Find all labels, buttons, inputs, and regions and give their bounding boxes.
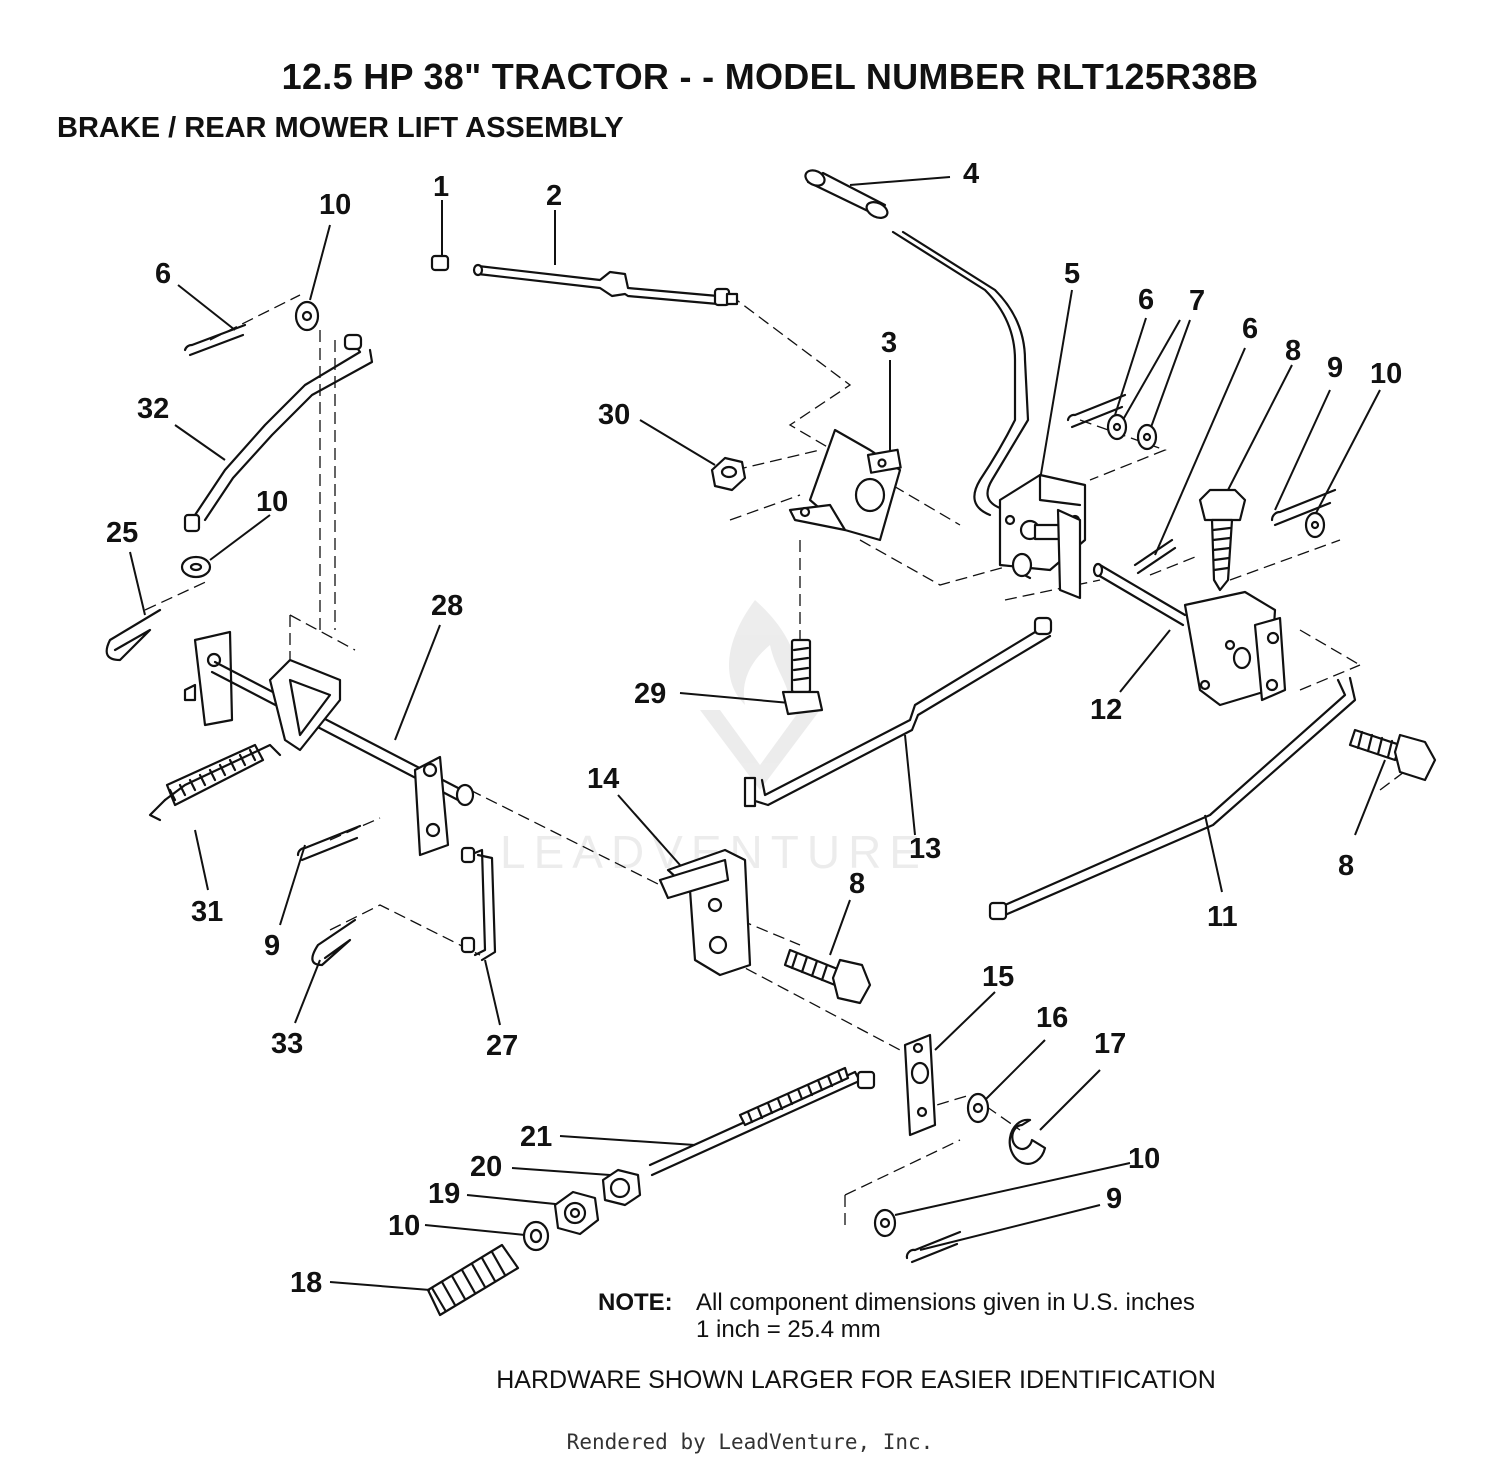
callout-25: 25 — [106, 517, 138, 549]
callout-21: 21 — [520, 1121, 552, 1153]
callout-6-top: 6 — [1138, 284, 1154, 316]
part-21-adjusting-rod — [648, 1066, 876, 1177]
callout-11: 11 — [1207, 901, 1238, 933]
part-15-plate — [903, 1033, 937, 1137]
part-29-bolt — [781, 638, 824, 716]
callout-8-top: 8 — [1285, 335, 1301, 367]
part-2-brake-rod — [472, 263, 739, 307]
part-8-bolt-top — [1198, 488, 1247, 592]
parts-artwork — [105, 169, 1437, 1317]
part-6-cotter-top-middle — [1066, 393, 1127, 429]
callout-4: 4 — [963, 158, 979, 190]
part-8-bolt-right — [1348, 728, 1437, 782]
note-label: NOTE: — [598, 1289, 673, 1316]
callout-9-bottom-right: 9 — [1106, 1183, 1122, 1215]
watermark-logo — [700, 600, 820, 790]
callout-13: 13 — [909, 833, 941, 865]
callout-3: 3 — [881, 327, 897, 359]
part-5-lift-lever — [891, 230, 1087, 580]
callout-14: 14 — [587, 763, 619, 795]
callout-8-middle: 8 — [849, 868, 865, 900]
callout-8-right: 8 — [1338, 850, 1354, 882]
callout-9-top-right: 9 — [1327, 352, 1343, 384]
part-18-spring — [426, 1243, 520, 1317]
callout-10-left: 10 — [256, 486, 288, 518]
callout-5: 5 — [1064, 258, 1080, 290]
part-6-cotter-right — [1133, 538, 1177, 575]
callout-2: 2 — [546, 180, 562, 212]
callout-9-left: 9 — [264, 930, 280, 962]
part-12-lift-shaft — [1056, 508, 1287, 707]
callout-33: 33 — [271, 1028, 303, 1060]
callout-7: 7 — [1189, 285, 1205, 317]
callout-32: 32 — [137, 393, 169, 425]
callout-10-upper-left: 10 — [319, 189, 351, 221]
part-13-lift-link — [743, 616, 1053, 808]
part-17-e-clip — [1008, 1118, 1047, 1165]
rendered-by-credit: Rendered by LeadVenture, Inc. — [566, 1430, 934, 1454]
dimension-note: NOTE: All component dimensions given in U… — [598, 1289, 1195, 1343]
callout-6-middle: 6 — [1242, 313, 1258, 345]
part-27-rod — [460, 846, 497, 962]
hardware-note: HARDWARE SHOWN LARGER FOR EASIER IDENTIF… — [496, 1366, 1216, 1394]
callout-28: 28 — [431, 590, 463, 622]
callout-16: 16 — [1036, 1002, 1068, 1034]
callout-30: 30 — [598, 399, 630, 431]
part-9-cotter-lower-left — [296, 824, 362, 862]
callout-labels: 1 2 3 4 5 6 6 6 6 7 8 8 8 9 9 9 9 10 10 … — [106, 158, 1402, 1299]
part-19-nut — [553, 1190, 600, 1236]
part-3-bracket — [788, 428, 902, 542]
callout-29: 29 — [634, 678, 666, 710]
part-4-handle-grip — [804, 169, 889, 219]
part-14-bracket — [658, 848, 752, 977]
callout-10-top-right: 10 — [1370, 358, 1402, 390]
callout-12: 12 — [1090, 694, 1122, 726]
part-6-cotter-upper-left — [183, 323, 247, 357]
part-32-link-rod — [183, 333, 374, 533]
part-30-nut — [710, 456, 747, 492]
part-25-hairpin-clip — [105, 608, 162, 662]
callout-27: 27 — [486, 1030, 518, 1062]
leader-lines — [129, 176, 1386, 1291]
callout-20: 20 — [470, 1151, 502, 1183]
callout-19: 19 — [428, 1178, 460, 1210]
part-33-hairpin-clip — [311, 918, 357, 967]
part-11-rod — [988, 676, 1357, 921]
note-line-2: 1 inch = 25.4 mm — [696, 1316, 881, 1343]
callout-18: 18 — [290, 1267, 322, 1299]
part-31-spring — [148, 743, 282, 822]
callout-10-bottom-right: 10 — [1128, 1143, 1160, 1175]
part-8-bolt-middle — [783, 948, 872, 1005]
callout-1: 1 — [433, 171, 449, 203]
note-line-1: All component dimensions given in U.S. i… — [696, 1289, 1195, 1316]
part-20-nut — [601, 1168, 642, 1207]
alignment-lines — [144, 294, 1421, 1230]
assembly-subtitle: BRAKE / REAR MOWER LIFT ASSEMBLY — [57, 112, 624, 144]
part-1-pin — [430, 254, 450, 272]
callout-10-lower: 10 — [388, 1210, 420, 1242]
part-9-cotter-bottom-right — [905, 1230, 962, 1264]
callout-31: 31 — [191, 896, 223, 928]
part-9-cotter-upper — [1270, 488, 1337, 527]
callout-15: 15 — [982, 961, 1014, 993]
part-28-cross-shaft — [183, 630, 475, 857]
diagram-title: 12.5 HP 38" TRACTOR - - MODEL NUMBER RLT… — [281, 56, 1259, 97]
callout-17: 17 — [1094, 1028, 1126, 1060]
callout-6-upper-left: 6 — [155, 258, 171, 290]
